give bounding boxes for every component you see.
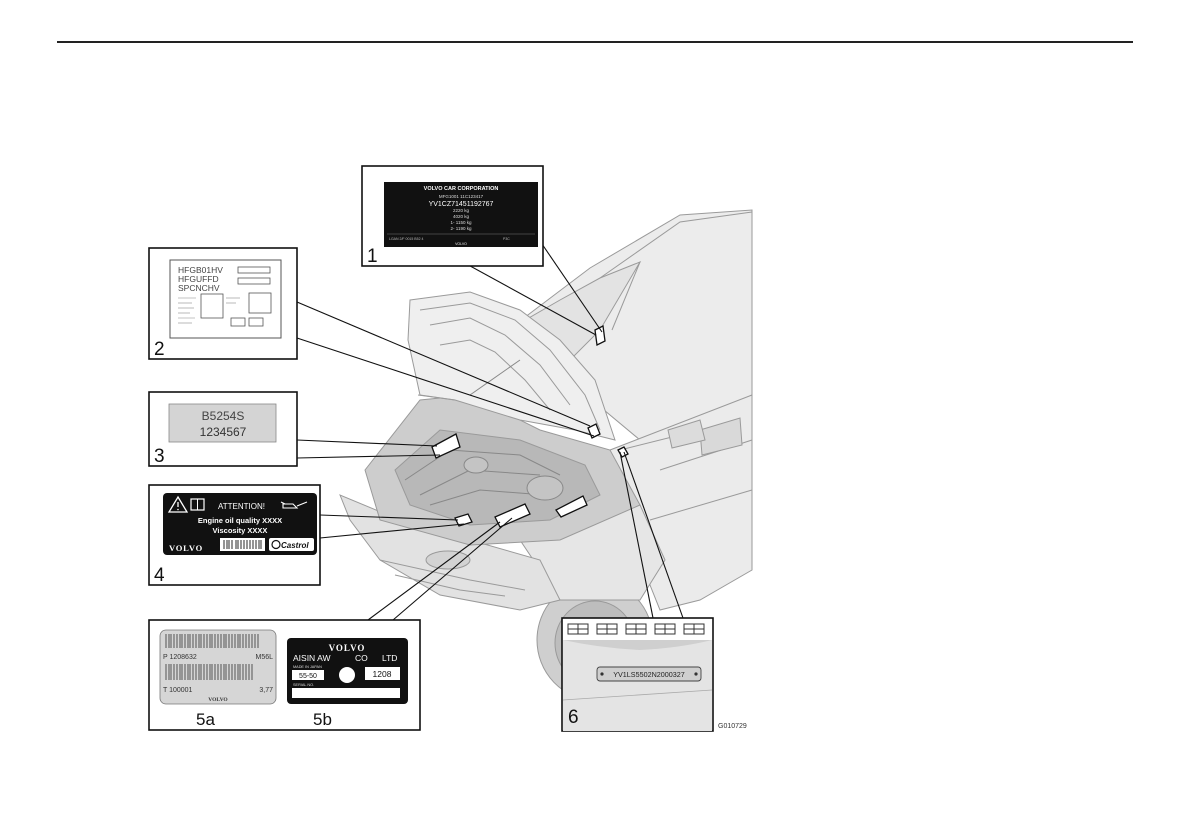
callout-number-5b: 5b	[313, 710, 332, 729]
callout-4: ATTENTION! Engine oil quality XXXX Visco…	[148, 484, 321, 586]
label6-vin-plate	[596, 666, 702, 682]
label2-line2: HFGUFFD	[178, 274, 219, 284]
label5b-brand: VOLVO	[329, 643, 366, 653]
label4-attention: ATTENTION!	[218, 502, 265, 511]
label5a-ratio: 3,77	[259, 687, 273, 694]
callout-number-2: 2	[154, 339, 165, 360]
label2-line1: HFGB01HV	[178, 265, 223, 275]
callout-3: B5254S 1234567 3	[148, 391, 298, 467]
callout-number-1: 1	[367, 246, 378, 267]
label1-w3: 1- 1150 kg	[451, 220, 472, 225]
callout-2: HFGB01HV HFGUFFD SPCNCHV 2	[148, 247, 298, 360]
label4-viscosity: Viscosity XXXX	[213, 526, 268, 535]
label5b-made-in: MADE IN JAPAN	[293, 665, 322, 669]
label5b-maker-a: AISIN AW	[293, 653, 330, 663]
label5a-code: M56L	[255, 654, 273, 661]
barcode	[220, 538, 265, 551]
label1-footer-mid: P3C	[503, 237, 510, 241]
label1-logo: VOLVO	[455, 242, 467, 246]
callout-number-5a: 5a	[196, 710, 215, 729]
label5a-brand: VOLVO	[208, 697, 228, 703]
callout-number-4: 4	[154, 565, 165, 586]
warning-icon	[167, 495, 189, 513]
label5b-maker-c: LTD	[382, 653, 397, 663]
callout-number-6: 6	[568, 707, 579, 728]
label5b-serial: 1208	[373, 669, 392, 679]
label2-line3: SPCNCHV	[178, 283, 220, 293]
label5b-maker-b: CO	[355, 653, 368, 663]
label5b-model: 55-50	[299, 673, 317, 680]
label1-vin: YV1CZ71451192767	[429, 201, 494, 208]
label5b-serial-label: SERIAL NO.	[293, 683, 314, 687]
label5a-t-number: T 100001	[163, 687, 193, 694]
label3-engine-type: B5254S	[202, 409, 245, 423]
label5a-barcode-bottom	[165, 664, 253, 680]
label1-w4: 2- 1190 kg	[451, 226, 472, 231]
label3-plate	[168, 403, 277, 443]
label5a-p-number: P 1208632	[163, 654, 197, 661]
label6-vin: YV1LS5502N2000327	[613, 670, 685, 679]
label1-line1: MFG1001 11C123417	[439, 194, 484, 199]
label1-w1: 2220 kg	[453, 208, 470, 213]
oil-can-icon	[280, 501, 308, 509]
callout-1: VOLVO CAR CORPORATION MFG1001 11C123417 …	[361, 165, 544, 267]
manual-book-icon	[190, 498, 205, 511]
label3-engine-number: 1234567	[200, 425, 247, 439]
label1-w2: 4020 kg	[453, 214, 470, 219]
callout-6: YV1LS5502N2000327 6	[561, 617, 714, 732]
label1-footer-left: LGAN 2/F 0015 B52 4	[389, 237, 423, 241]
marker-4	[454, 513, 473, 527]
callout-5: P 1208632 M56L T 100001 3,77 VOLVO 5a VO…	[148, 619, 421, 731]
marker-5b	[555, 495, 588, 518]
castrol-logo-icon	[271, 539, 281, 550]
marker-1	[594, 325, 606, 346]
callout-number-3: 3	[154, 446, 165, 467]
label4-oil-quality: Engine oil quality XXXX	[198, 516, 282, 525]
label1-title: VOLVO CAR CORPORATION	[424, 186, 499, 192]
label5a-barcode-top	[165, 634, 259, 648]
label1-plate	[384, 182, 538, 247]
top-rule	[57, 41, 1133, 43]
marker-3	[431, 433, 461, 459]
label5b-circle	[339, 667, 355, 683]
figure-code: G010729	[718, 723, 747, 730]
label4-oil-brand: Castrol	[281, 541, 309, 550]
label4-brand: VOLVO	[169, 543, 203, 553]
